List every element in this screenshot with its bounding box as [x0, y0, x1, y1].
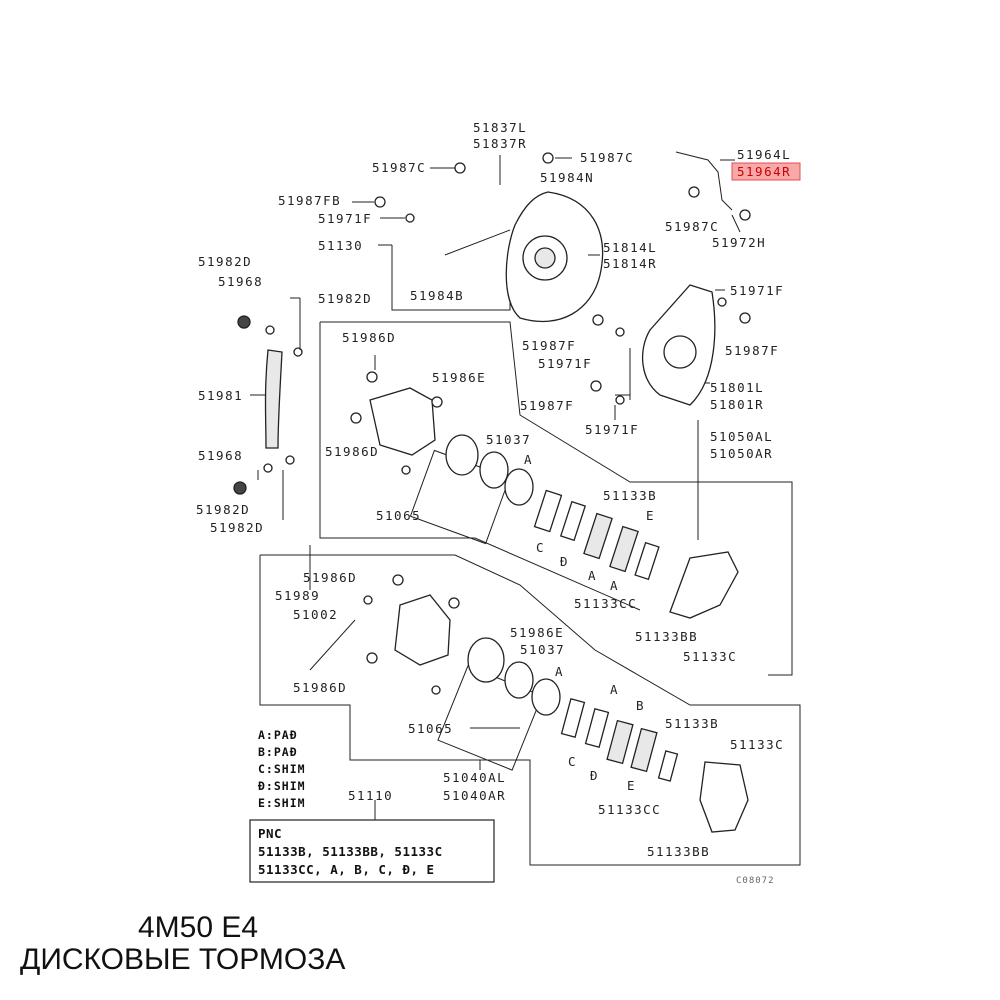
part-label-51986d[interactable]: 51986D: [303, 570, 357, 585]
part-label-51982d[interactable]: 51982D: [196, 502, 250, 517]
part-label-51986d[interactable]: 51986D: [293, 680, 347, 695]
part-label-51133c[interactable]: 51133C: [730, 737, 784, 752]
part-label-51972h[interactable]: 51972H: [712, 235, 766, 250]
part-label-51971f[interactable]: 51971F: [538, 356, 592, 371]
letter-label-d[interactable]: Đ: [590, 768, 599, 783]
part-label-51986d[interactable]: 51986D: [342, 330, 396, 345]
part-label-51040ar[interactable]: 51040AR: [443, 788, 506, 803]
part-label-51987c[interactable]: 51987C: [372, 160, 426, 175]
letter-label-a[interactable]: A: [610, 578, 619, 593]
pad-support-upper: [669, 551, 739, 619]
part-label-51971f[interactable]: 51971F: [318, 211, 372, 226]
part-label-51002[interactable]: 51002: [293, 607, 338, 622]
part-label-51987f[interactable]: 51987F: [522, 338, 576, 353]
pnc-title: PNC: [258, 826, 282, 841]
brake-hose: [264, 349, 283, 449]
pnc-line: 51133CC, A, B, C, Đ, E: [258, 862, 435, 877]
part-label-51982d[interactable]: 51982D: [198, 254, 252, 269]
legend: A:PAĐ B:PAĐ C:SHIM Đ:SHIM E:SHIM: [258, 728, 306, 810]
part-label-51037[interactable]: 51037: [486, 432, 531, 447]
part-label-51037[interactable]: 51037: [520, 642, 565, 657]
part-label-51065[interactable]: 51065: [376, 508, 421, 523]
letter-label-a[interactable]: A: [555, 664, 564, 679]
part-label-51801l[interactable]: 51801L: [710, 380, 764, 395]
part-label-51981[interactable]: 51981: [198, 388, 243, 403]
part-label-51982d[interactable]: 51982D: [318, 291, 372, 306]
part-label-51971f[interactable]: 51971F: [730, 283, 784, 298]
letter-label-a[interactable]: A: [524, 452, 533, 467]
part-label-51133b[interactable]: 51133B: [665, 716, 719, 731]
part-label-51133cc[interactable]: 51133CC: [598, 802, 661, 817]
letter-label-a[interactable]: A: [588, 568, 597, 583]
pnc-line: 51133B, 51133BB, 51133C: [258, 844, 443, 859]
part-label-51133cc[interactable]: 51133CC: [574, 596, 637, 611]
part-label-51814l[interactable]: 51814L: [603, 240, 657, 255]
part-label-51987f[interactable]: 51987F: [725, 343, 779, 358]
part-label-51837r[interactable]: 51837R: [473, 136, 527, 151]
part-label-51987c[interactable]: 51987C: [665, 219, 719, 234]
letter-label-c[interactable]: C: [568, 754, 577, 769]
part-label-51984n[interactable]: 51984N: [540, 170, 594, 185]
legend-item: B:PAĐ: [258, 745, 298, 759]
part-label-51964l[interactable]: 51964L: [737, 147, 791, 162]
part-label-51987c[interactable]: 51987C: [580, 150, 634, 165]
legend-item: Đ:SHIM: [258, 779, 306, 793]
part-label-51986e[interactable]: 51986E: [510, 625, 564, 640]
letter-label-a[interactable]: A: [610, 682, 619, 697]
caliper-lower: [394, 594, 451, 666]
highlight-box: [731, 162, 801, 181]
part-label-51050al[interactable]: 51050AL: [710, 429, 773, 444]
part-label-51989[interactable]: 51989: [275, 588, 320, 603]
caption: 4M50 E4 ДИСКОВЫЕ ТОРМОЗА: [20, 912, 345, 976]
model-code: 4M50 E4: [138, 911, 259, 944]
part-label-51968[interactable]: 51968: [198, 448, 243, 463]
legend-item: E:SHIM: [258, 796, 306, 810]
part-label-51130[interactable]: 51130: [318, 238, 363, 253]
part-label-51050ar[interactable]: 51050AR: [710, 446, 773, 461]
part-label-51968[interactable]: 51968: [218, 274, 263, 289]
part-label-51982d[interactable]: 51982D: [210, 520, 264, 535]
leader-lines: [250, 155, 741, 820]
part-labels: 51837L 51837R 51987C 51987C 51984N 51964…: [196, 120, 791, 859]
part-label-51986e[interactable]: 51986E: [432, 370, 486, 385]
letter-label-d[interactable]: Đ: [560, 554, 569, 569]
part-label-51040al[interactable]: 51040AL: [443, 770, 506, 785]
part-label-51986d[interactable]: 51986D: [325, 444, 379, 459]
part-label-51133c[interactable]: 51133C: [683, 649, 737, 664]
section-title: ДИСКОВЫЕ ТОРМОЗА: [20, 943, 346, 976]
part-label-51814r[interactable]: 51814R: [603, 256, 657, 271]
pad-support-lower: [699, 761, 749, 833]
part-label-51837l[interactable]: 51837L: [473, 120, 527, 135]
letter-label-e[interactable]: E: [627, 778, 636, 793]
letter-label-c[interactable]: C: [536, 540, 545, 555]
part-label-51110[interactable]: 51110: [348, 788, 393, 803]
part-label-51984b[interactable]: 51984B: [410, 288, 464, 303]
part-label-51133b[interactable]: 51133B: [603, 488, 657, 503]
caliper-upper: [369, 387, 436, 456]
parts: [233, 151, 751, 833]
part-label-51971f[interactable]: 51971F: [585, 422, 639, 437]
pnc-box: PNC 51133B, 51133BB, 51133C 51133CC, A, …: [249, 819, 495, 883]
part-label-51987fb[interactable]: 51987FB: [278, 193, 341, 208]
part-label-51133bb[interactable]: 51133BB: [635, 629, 698, 644]
part-label-51133bb[interactable]: 51133BB: [647, 844, 710, 859]
letter-label-e[interactable]: E: [646, 508, 655, 523]
part-label-51065[interactable]: 51065: [408, 721, 453, 736]
part-label-51964r[interactable]: 51964R: [737, 164, 791, 179]
diagram-code: C08072: [736, 876, 775, 886]
letter-label-b[interactable]: B: [636, 698, 645, 713]
brake-pipe: [675, 151, 733, 211]
legend-item: C:SHIM: [258, 762, 306, 776]
legend-item: A:PAĐ: [258, 728, 298, 742]
part-label-51801r[interactable]: 51801R: [710, 397, 764, 412]
part-label-51987f[interactable]: 51987F: [520, 398, 574, 413]
